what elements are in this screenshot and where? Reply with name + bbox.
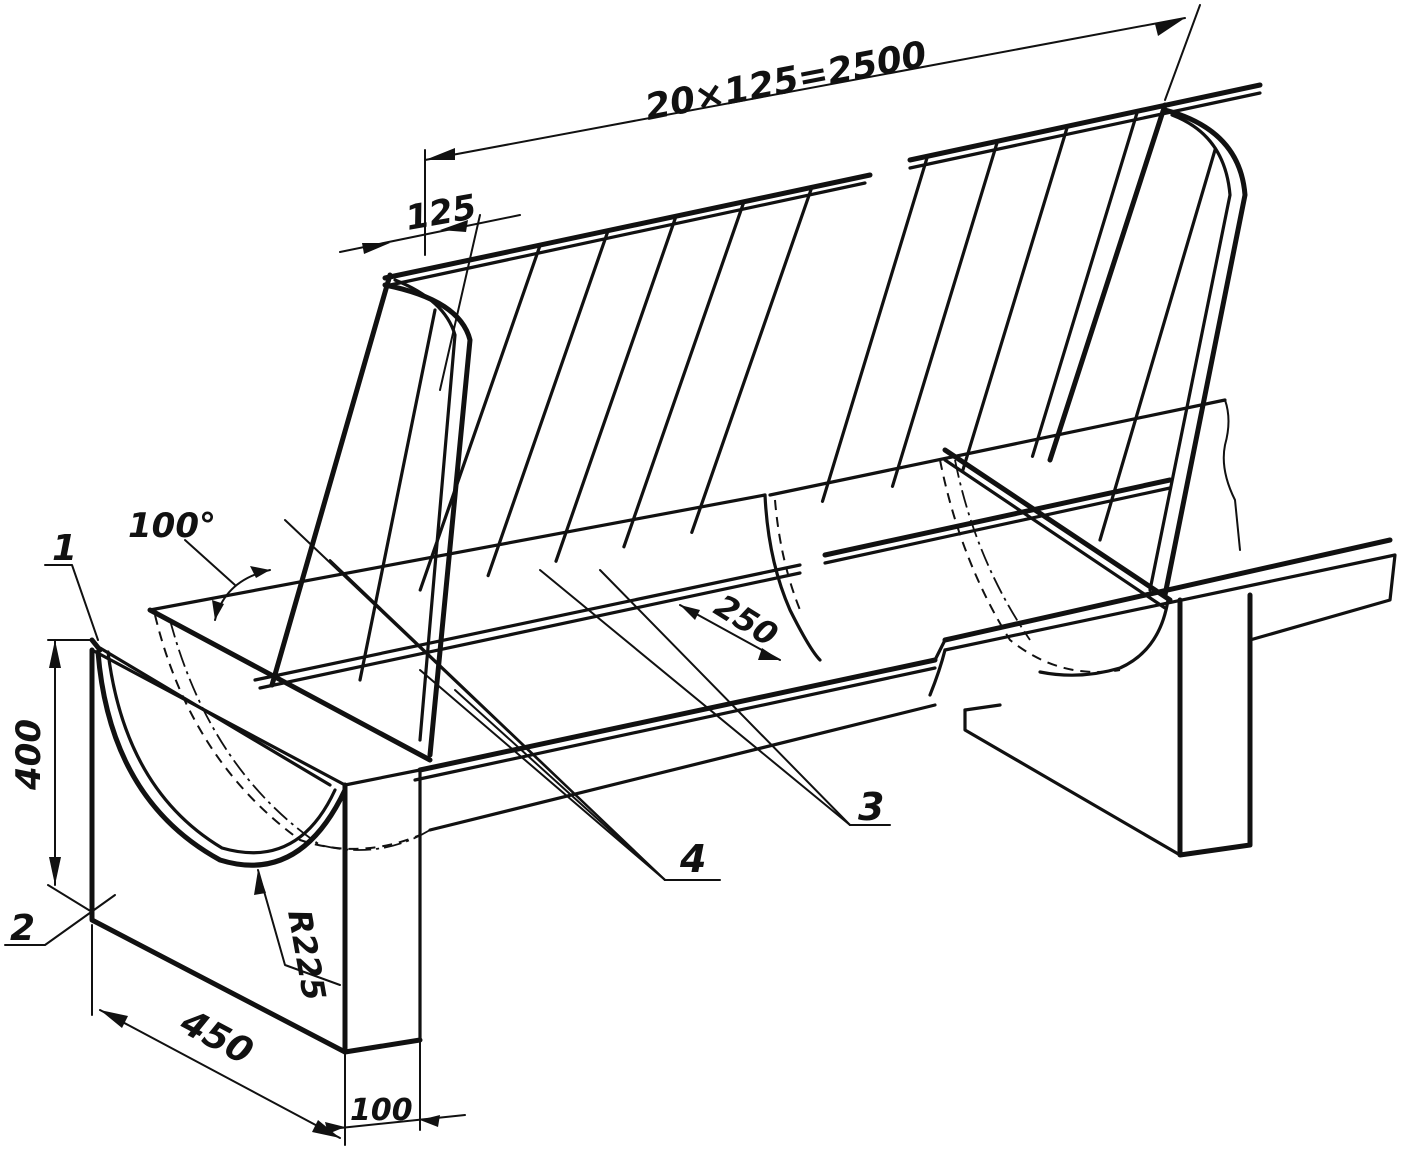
dim-height-label: 400 bbox=[9, 719, 49, 791]
backrest-rod bbox=[690, 185, 814, 534]
backrest-rod bbox=[622, 200, 746, 549]
callout-2-label: 2 bbox=[10, 908, 35, 949]
callout-2: 2 bbox=[4, 894, 116, 949]
callout-4: 4 bbox=[284, 519, 721, 881]
dim-angle-label: 100° bbox=[128, 506, 216, 546]
backrest-rod bbox=[820, 154, 930, 503]
backrest-rods bbox=[418, 109, 1140, 592]
gutter-seat bbox=[148, 398, 1397, 851]
backrest-rod bbox=[418, 243, 542, 592]
dimension-angle: 100° bbox=[128, 506, 271, 621]
callout-3: 3 bbox=[539, 569, 891, 829]
backrest-rod bbox=[554, 214, 678, 563]
dim-radius-label: R225 bbox=[280, 907, 333, 1004]
backrest-rod bbox=[486, 229, 610, 578]
backrest-rod bbox=[1030, 109, 1140, 458]
callout-3-label: 3 bbox=[858, 785, 884, 829]
front-support-block bbox=[89, 637, 423, 1055]
callout-1: 1 bbox=[44, 528, 99, 641]
rear-support-block bbox=[963, 592, 1253, 858]
dimension-radius: R225 bbox=[254, 869, 341, 1004]
dim-total-length-label: 20×125=2500 bbox=[642, 34, 930, 129]
dimension-250: 250 bbox=[679, 587, 785, 661]
callout-4-label: 4 bbox=[679, 837, 706, 881]
dimension-400: 400 bbox=[9, 639, 93, 913]
dimension-100: 100 bbox=[325, 1039, 466, 1134]
callout-1-label: 1 bbox=[52, 528, 77, 569]
dim-leg-spacing-label: 250 bbox=[708, 587, 785, 655]
dim-width-label: 450 bbox=[173, 1001, 259, 1073]
backrest-rod bbox=[890, 139, 1000, 488]
dim-thickness-label: 100 bbox=[350, 1093, 413, 1128]
backrest-frame bbox=[147, 82, 1263, 763]
backrest-rod bbox=[960, 124, 1070, 473]
dim-rod-spacing-label: 125 bbox=[403, 187, 480, 239]
